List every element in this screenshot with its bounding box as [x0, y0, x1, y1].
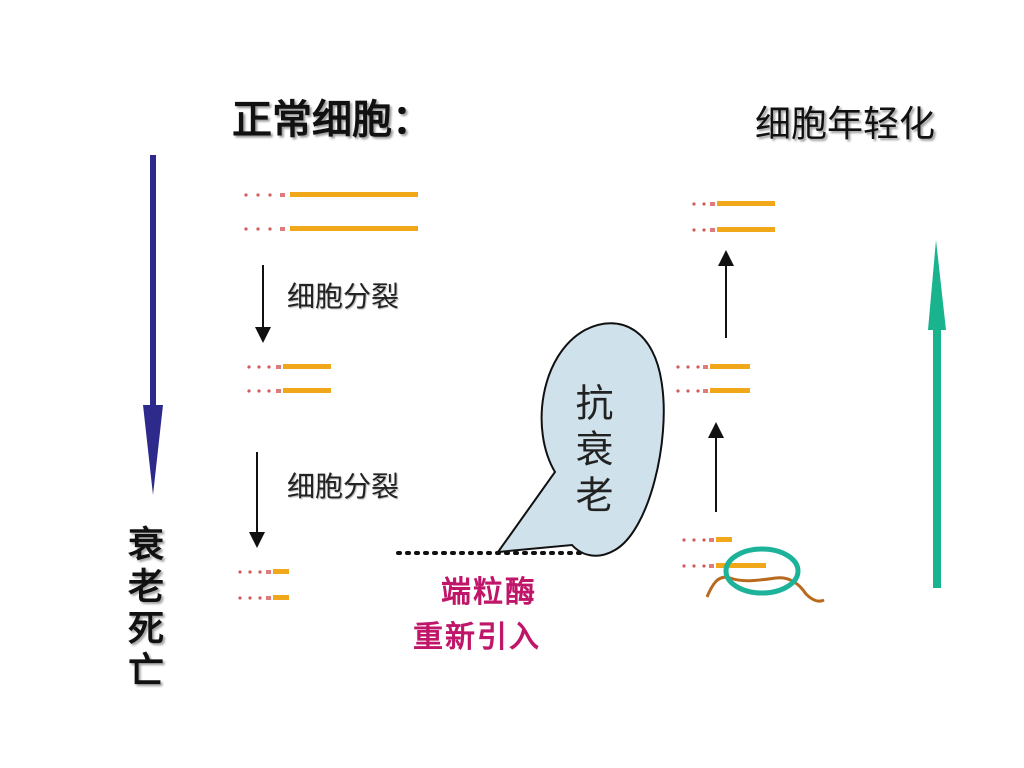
rejuv-chromosome-bottom-1: [682, 537, 732, 542]
cell-division-label-2: 细胞分裂: [287, 470, 400, 503]
telomerase-ring: [723, 546, 801, 596]
rejuv-chromosome-bottom-2: [682, 563, 766, 568]
chromosome-short-2: [238, 595, 289, 600]
reintroduce-label: 重新引入: [413, 620, 541, 655]
rejuv-chromosome-mid-1: [676, 364, 750, 369]
cell-division-label-1: 细胞分裂: [287, 280, 400, 313]
chromosome-long-1: [244, 192, 418, 197]
telomerase-label: 端粒酶: [441, 575, 537, 610]
chromosome-long-2: [244, 226, 418, 231]
rejuv-chromosome-top-1: [692, 201, 775, 206]
rejuvenation-title: 细胞年轻化: [755, 104, 936, 145]
rejuv-chromosome-top-2: [692, 227, 775, 232]
chromosome-medium-1: [247, 364, 331, 369]
anti-aging-text: 抗衰老: [569, 383, 613, 521]
rejuv-chromosome-mid-2: [676, 388, 750, 393]
normal-cell-title: 正常细胞：: [232, 97, 432, 143]
aging-down-arrow: [143, 155, 163, 495]
telomerase-enzyme: [705, 575, 825, 603]
rejuvenation-up-arrow: [928, 240, 946, 588]
anti-aging-bubble: [495, 322, 665, 557]
chromosome-medium-2: [247, 388, 331, 393]
aging-death-label: 衰老死亡: [122, 525, 163, 693]
chromosome-short-1: [238, 569, 289, 574]
